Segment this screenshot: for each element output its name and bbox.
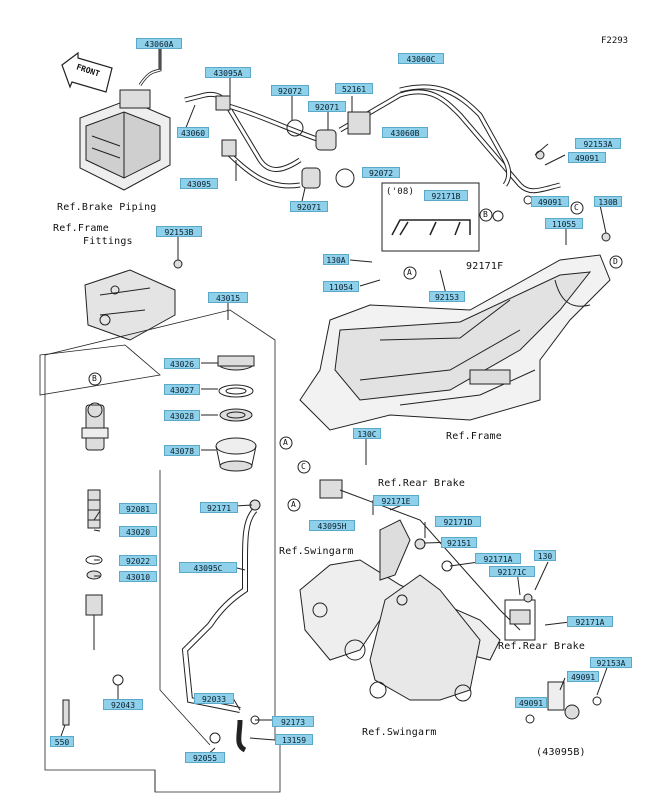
swingarm-drawing — [299, 559, 501, 702]
ref-swingarm-1: Ref.Swingarm — [279, 546, 354, 557]
part-tag-11055[interactable]: 11055 — [545, 218, 583, 229]
part-tag-92171A-b[interactable]: 92171A — [567, 616, 613, 627]
part-tag-92153[interactable]: 92153 — [429, 291, 465, 302]
ref-swingarm-2: Ref.Swingarm — [362, 727, 437, 738]
part-tag-92071-b[interactable]: 92071 — [290, 201, 328, 212]
part-tag-92081[interactable]: 92081 — [119, 503, 157, 514]
part-tag-92072[interactable]: 92072 — [271, 85, 309, 96]
part-tag-43095[interactable]: 43095 — [180, 178, 218, 189]
part-tag-130C[interactable]: 130C — [353, 428, 381, 439]
part-tag-130A[interactable]: 130A — [323, 254, 349, 265]
part-tag-92171E[interactable]: 92171E — [373, 495, 419, 506]
callout-letter: C — [301, 462, 306, 471]
part-label-92171F: 92171F — [466, 261, 504, 272]
frame-drawing — [299, 254, 611, 431]
ref-frame: Ref.Frame — [446, 431, 502, 442]
part-tag-49091-b[interactable]: 49091 — [531, 196, 569, 207]
part-tag-92071[interactable]: 92071 — [308, 101, 346, 112]
part-tag-11054[interactable]: 11054 — [323, 281, 359, 292]
front-arrow-icon — [61, 51, 113, 93]
part-tag-43060C[interactable]: 43060C — [398, 53, 444, 64]
part-tag-43060B[interactable]: 43060B — [382, 127, 428, 138]
callout-letter: D — [613, 257, 618, 266]
callout-letter: B — [92, 374, 97, 383]
part-tag-52161[interactable]: 52161 — [335, 83, 373, 94]
part-tag-92153A[interactable]: 92153A — [575, 138, 621, 149]
part-tag-92171A[interactable]: 92171A — [475, 553, 521, 564]
part-tag-92171C[interactable]: 92171C — [489, 566, 535, 577]
ref-brake-piping: Ref.Brake Piping — [57, 202, 157, 213]
part-tag-92153B[interactable]: 92153B — [156, 226, 202, 237]
part-tag-92171D[interactable]: 92171D — [435, 516, 481, 527]
part-tag-49091-c[interactable]: 49091 — [567, 671, 599, 682]
part-tag-49091[interactable]: 49091 — [568, 152, 606, 163]
callout-letter: A — [283, 438, 288, 447]
part-label-43095B: (43095B) — [536, 747, 586, 758]
abs-unit-drawing — [79, 89, 171, 191]
part-tag-92022[interactable]: 92022 — [119, 555, 157, 566]
part-tag-43060[interactable]: 43060 — [177, 127, 209, 138]
callout-letter: C — [574, 203, 579, 212]
part-tag-92043[interactable]: 92043 — [103, 699, 143, 710]
part-tag-13159[interactable]: 13159 — [275, 734, 313, 745]
part-tag-43015[interactable]: 43015 — [208, 292, 248, 303]
part-tag-550[interactable]: 550 — [50, 736, 74, 747]
part-tag-43020[interactable]: 43020 — [119, 526, 157, 537]
master-cylinder-drawing — [62, 402, 124, 726]
part-tag-92055[interactable]: 92055 — [185, 752, 225, 763]
ref-rear-brake-1: Ref.Rear Brake — [378, 478, 466, 489]
ref-frame-fittings-line1: Ref.Frame — [53, 223, 109, 234]
callout-letter: A — [407, 268, 412, 277]
reservoir-drawing — [215, 355, 257, 472]
part-tag-92171[interactable]: 92171 — [200, 502, 238, 513]
part-tag-130B[interactable]: 130B — [594, 196, 622, 207]
part-tag-43010[interactable]: 43010 — [119, 571, 157, 582]
ref-rear-brake-2: Ref.Rear Brake — [498, 641, 586, 652]
callout-letter: A — [291, 500, 296, 509]
part-tag-92171B[interactable]: 92171B — [424, 190, 468, 201]
callout-letter: B — [483, 210, 488, 219]
part-tag-43028[interactable]: 43028 — [164, 410, 200, 421]
part-tag-43078[interactable]: 43078 — [164, 445, 200, 456]
part-tag-92173[interactable]: 92173 — [272, 716, 314, 727]
diagram-code: F2293 — [601, 36, 629, 46]
part-tag-43026[interactable]: 43026 — [164, 358, 200, 369]
part-tag-43095C[interactable]: 43095C — [179, 562, 237, 573]
part-tag-49091-d[interactable]: 49091 — [515, 697, 547, 708]
part-tag-92072-b[interactable]: 92072 — [362, 167, 400, 178]
part-tag-43095A[interactable]: 43095A — [205, 67, 251, 78]
part-tag-92153A-b[interactable]: 92153A — [590, 657, 632, 668]
part-tag-43095H[interactable]: 43095H — [309, 520, 355, 531]
part-tag-92033[interactable]: 92033 — [194, 693, 234, 704]
year-note: ('08) — [386, 187, 415, 197]
part-tag-92151[interactable]: 92151 — [441, 537, 477, 548]
part-tag-43060A[interactable]: 43060A — [136, 38, 182, 49]
part-tag-130[interactable]: 130 — [534, 550, 556, 561]
part-tag-43027[interactable]: 43027 — [164, 384, 200, 395]
ref-frame-fittings-line2: Fittings — [83, 236, 133, 247]
